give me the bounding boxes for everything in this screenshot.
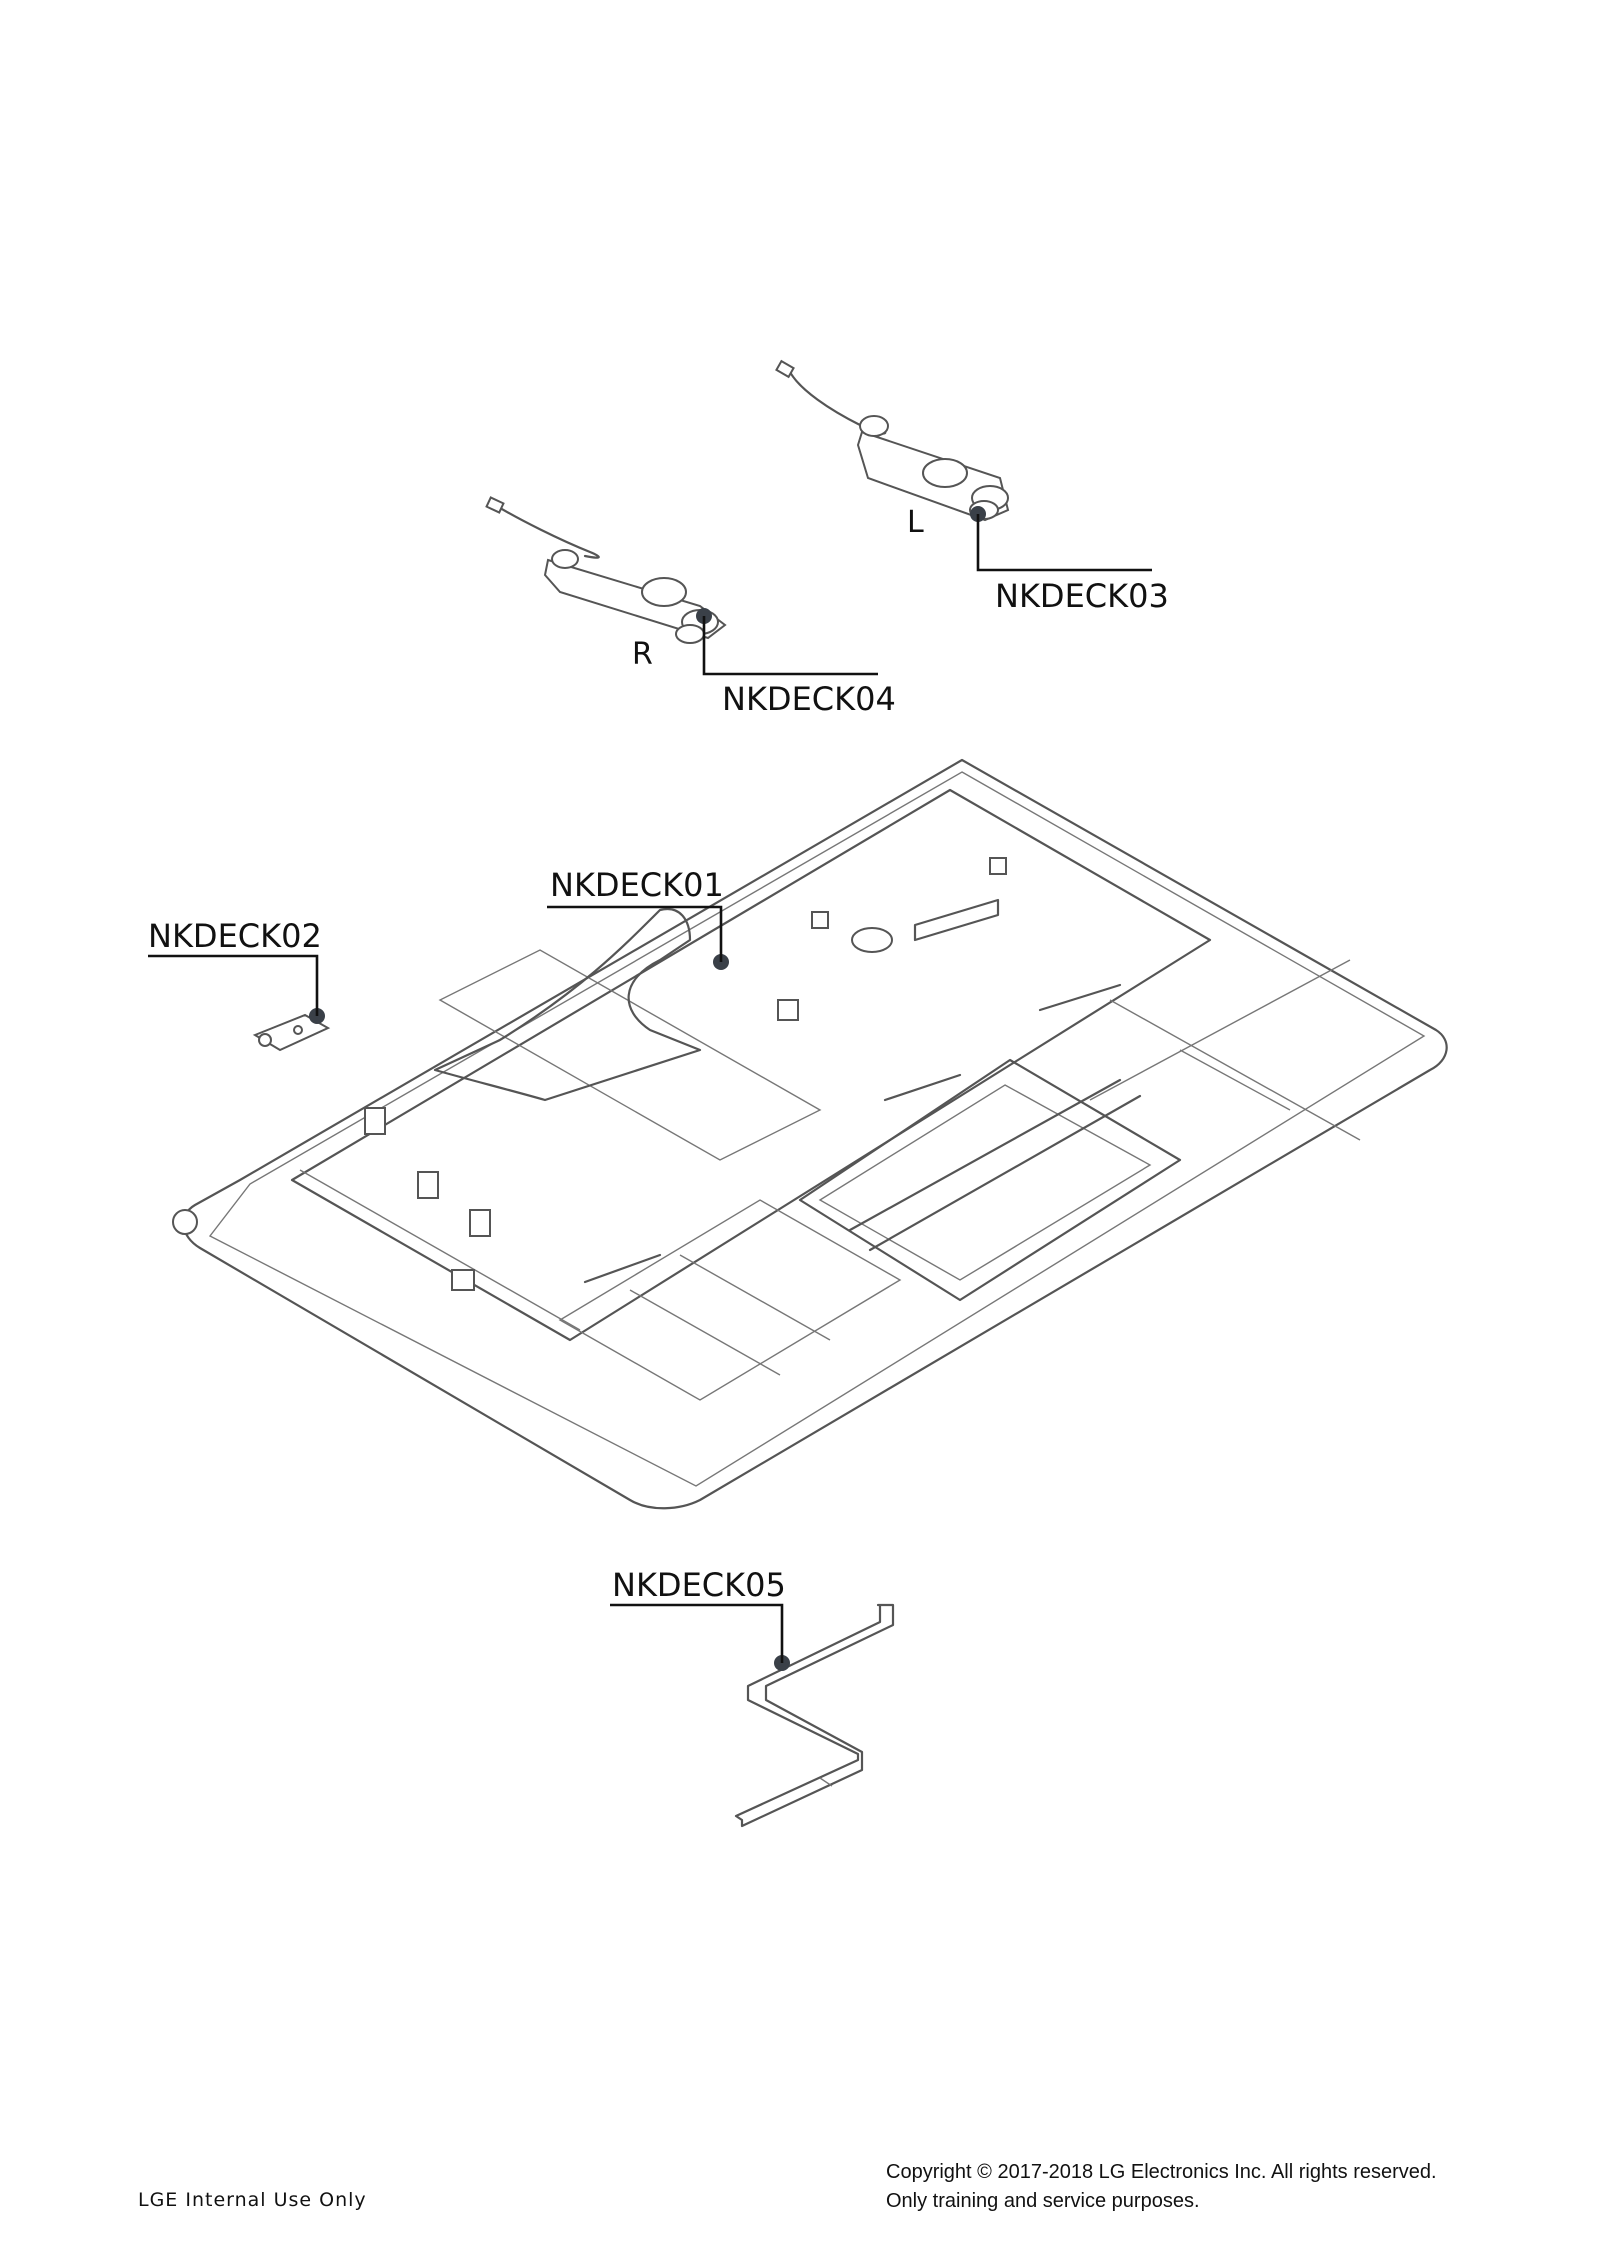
callout-nkdeck05: NKDECK05 xyxy=(612,1566,786,1604)
callout-nkdeck04-leader xyxy=(696,608,878,676)
side-mark-right: R xyxy=(632,637,653,672)
callout-nkdeck05-leader xyxy=(610,1603,790,1671)
speaker-left-part xyxy=(775,359,1010,522)
copyright-block: Copyright © 2017-2018 LG Electronics Inc… xyxy=(886,2158,1437,2216)
callout-nkdeck04: NKDECK04 xyxy=(722,680,896,718)
callout-nkdeck01-leader xyxy=(547,905,729,970)
top-case-deck-part xyxy=(172,758,1448,1510)
callout-nkdeck03-leader xyxy=(970,506,1152,572)
callout-nkdeck01: NKDECK01 xyxy=(550,866,724,904)
callout-nkdeck03: NKDECK03 xyxy=(995,577,1169,615)
internal-use-notice: LGE Internal Use Only xyxy=(138,2189,367,2211)
callout-nkdeck02: NKDECK02 xyxy=(148,917,322,955)
speaker-right-part xyxy=(485,496,727,644)
purpose-text: Only training and service purposes. xyxy=(886,2190,1200,2212)
callout-nkdeck02-leader xyxy=(148,954,325,1024)
bracket-part xyxy=(252,1013,331,1052)
flex-cable-part xyxy=(734,1603,895,1828)
side-mark-left: L xyxy=(907,505,924,540)
copyright-text: Copyright © 2017-2018 LG Electronics Inc… xyxy=(886,2161,1437,2183)
